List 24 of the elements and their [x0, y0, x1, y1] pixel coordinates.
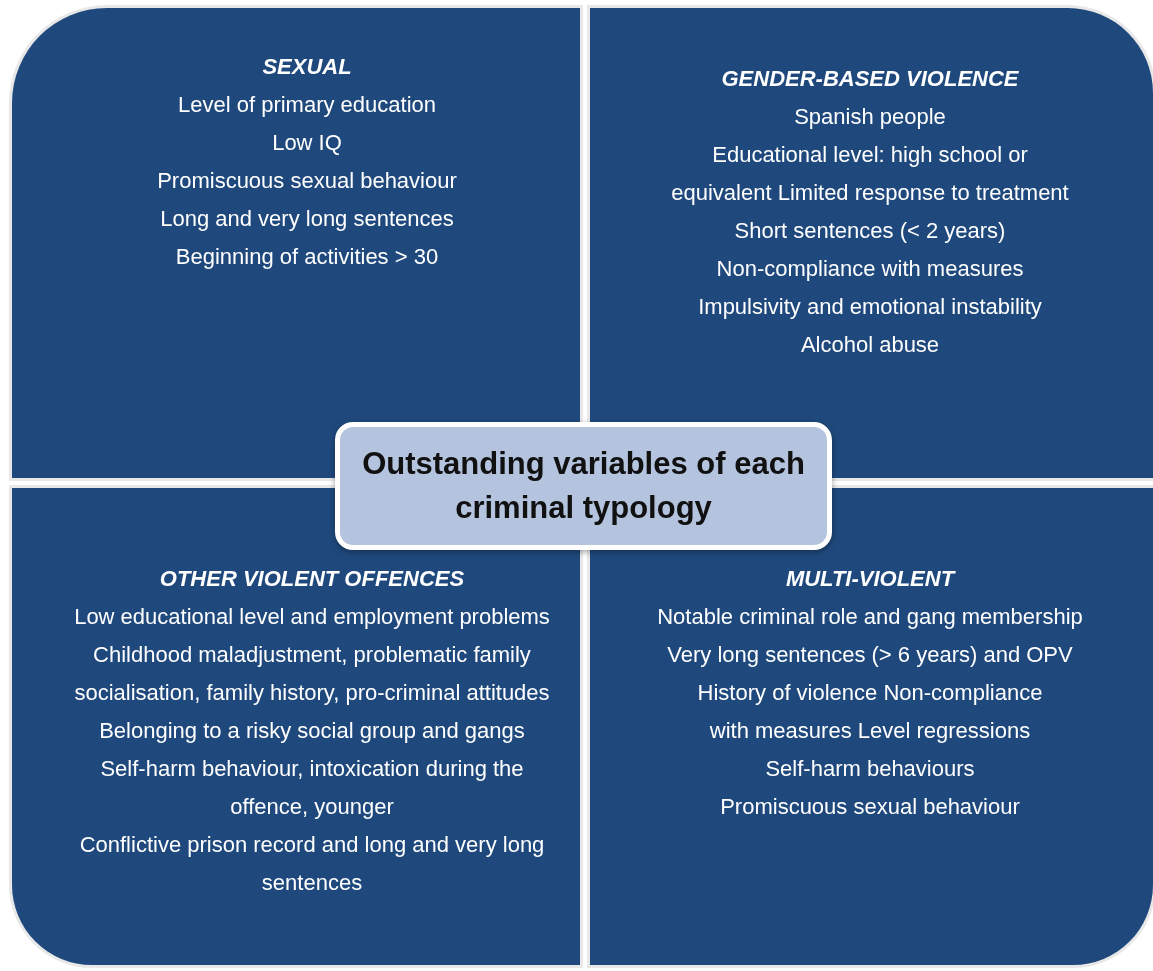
risk-factor-text: Educational level: high school or equivalent Limited response to treatment	[670, 141, 1070, 207]
risk-factor-text: Conflictive prison record and long and very long sentences	[78, 831, 546, 897]
title-box: Outstanding variables of each criminal typology	[335, 422, 832, 550]
risk-factor-text: Promiscuous sexual behaviour	[719, 793, 1021, 821]
risk-factor-text: Spanish people	[793, 103, 947, 131]
risk-factor-text: Notable criminal role and gang membership	[656, 603, 1084, 631]
risk-factor-text: Alcohol abuse	[799, 331, 941, 359]
risk-factor-text: Belonging to a risky social group and gangs Self-harm behaviour, intoxication during the offence, younger	[98, 717, 526, 821]
risk-factor-text: Beginning of activities > 30	[174, 243, 440, 271]
risk-factor-text: Level of primary education Low IQ	[177, 91, 437, 157]
category-heading: MULTI-VIOLENT	[784, 565, 957, 593]
category-heading: SEXUAL	[261, 53, 353, 81]
risk-factor-text: Long and very long sentences	[159, 205, 455, 233]
risk-factor-text: Self-harm behaviours	[764, 755, 976, 783]
risk-factor-text: Non-compliance with measures	[715, 255, 1025, 283]
risk-factor-text: Low educational level and employment problems Childhood maladjustment, problematic family socialisation, family history, pro-criminal attitudes	[73, 603, 551, 707]
category-heading: GENDER-BASED VIOLENCE	[720, 65, 1020, 93]
category-heading: OTHER VIOLENT OFFENCES	[158, 565, 466, 593]
risk-factor-text: Short sentences (< 2 years)	[733, 217, 1007, 245]
quadrant-panel	[12, 488, 580, 965]
risk-factor-text: History of violence Non-compliance with measures Level regressions	[696, 679, 1044, 745]
risk-factor-text: Impulsivity and emotional instability	[697, 293, 1043, 321]
risk-factor-text: Very long sentences (> 6 years) and OPV	[666, 641, 1074, 669]
risk-factor-text: Promiscuous sexual behaviour	[156, 167, 458, 195]
